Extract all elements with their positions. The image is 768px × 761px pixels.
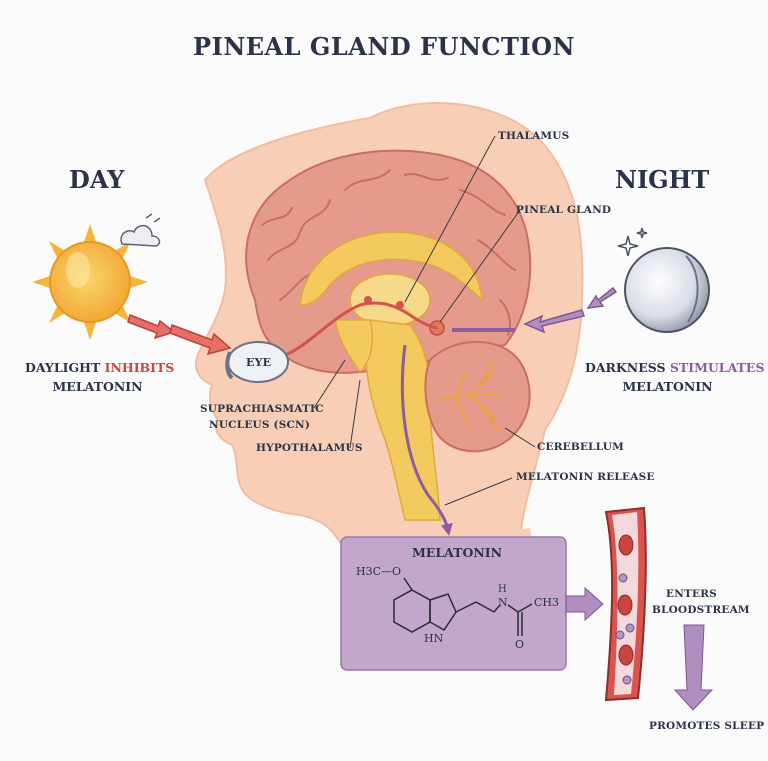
promotes-sleep-label: PROMOTES SLEEP [649, 720, 765, 732]
day-caption: DAYLIGHT INHIBITS MELATONIN [25, 358, 174, 396]
scn-label: SUPRACHIASMATIC NUCLEUS (SCN) [200, 401, 324, 433]
brain-cerebrum [245, 149, 532, 374]
scn-label-line2: NUCLEUS (SCN) [209, 419, 310, 431]
scn-label-line1: SUPRACHIASMATIC [200, 403, 324, 415]
blood-vessel [604, 506, 647, 702]
melatonin-release-label: MELATONIN RELEASE [516, 471, 655, 483]
hypothalamus-label: HYPOTHALAMUS [256, 442, 363, 454]
scn-pathway [284, 301, 438, 357]
atom-h: H [498, 584, 507, 595]
bloodstream-line1: ENTERS [666, 588, 717, 600]
day-caption-line2: MELATONIN [52, 379, 143, 394]
bloodstream-line2: BLOODSTREAM [652, 604, 750, 616]
melatonin-box-title: MELATONIN [412, 545, 503, 560]
hypothalamus-shape [334, 319, 373, 374]
eye-label: EYE [246, 356, 272, 369]
atom-ch3: CH3 [534, 596, 560, 609]
cerebellum-label: CEREBELLUM [537, 441, 624, 453]
atom-o: O [515, 638, 525, 651]
moon-icon [624, 247, 710, 333]
cloud-icon [120, 213, 161, 247]
leader-lines [313, 135, 536, 506]
night-caption-prefix: DARKNESS [585, 360, 666, 375]
night-caption-line2: MELATONIN [622, 379, 713, 394]
thalamus-label: THALAMUS [498, 130, 570, 142]
darkness-arrow [523, 286, 618, 334]
sparkle-icon [617, 227, 648, 257]
sun-icon [32, 224, 148, 340]
night-caption-highlight: STIMULATES [669, 360, 765, 375]
day-heading: DAY [69, 165, 125, 194]
daylight-arrow [127, 314, 232, 356]
night-heading: NIGHT [615, 165, 710, 194]
day-caption-prefix: DAYLIGHT [25, 360, 101, 375]
melatonin-release-arrow [400, 344, 453, 536]
promotes-sleep-arrow [673, 624, 714, 711]
night-caption: DARKNESS STIMULATES MELATONIN [585, 358, 764, 396]
atom-n: N [498, 596, 508, 609]
bloodstream-label: ENTERS BLOODSTREAM [652, 586, 750, 618]
cerebellum-shape [424, 340, 531, 453]
page-title: PINEAL GLAND FUNCTION [193, 32, 575, 61]
corpus-callosum [299, 231, 483, 306]
melatonin-structure [393, 577, 533, 636]
to-bloodstream-arrow [565, 586, 604, 622]
atom-methoxy: H3C—O [356, 565, 402, 578]
atom-hn: HN [424, 632, 444, 645]
cerebellum-tree [439, 359, 501, 433]
pineal-gland-label: PINEAL GLAND [516, 204, 612, 216]
day-caption-highlight: INHIBITS [104, 360, 175, 375]
thalamus-shape [349, 273, 431, 327]
